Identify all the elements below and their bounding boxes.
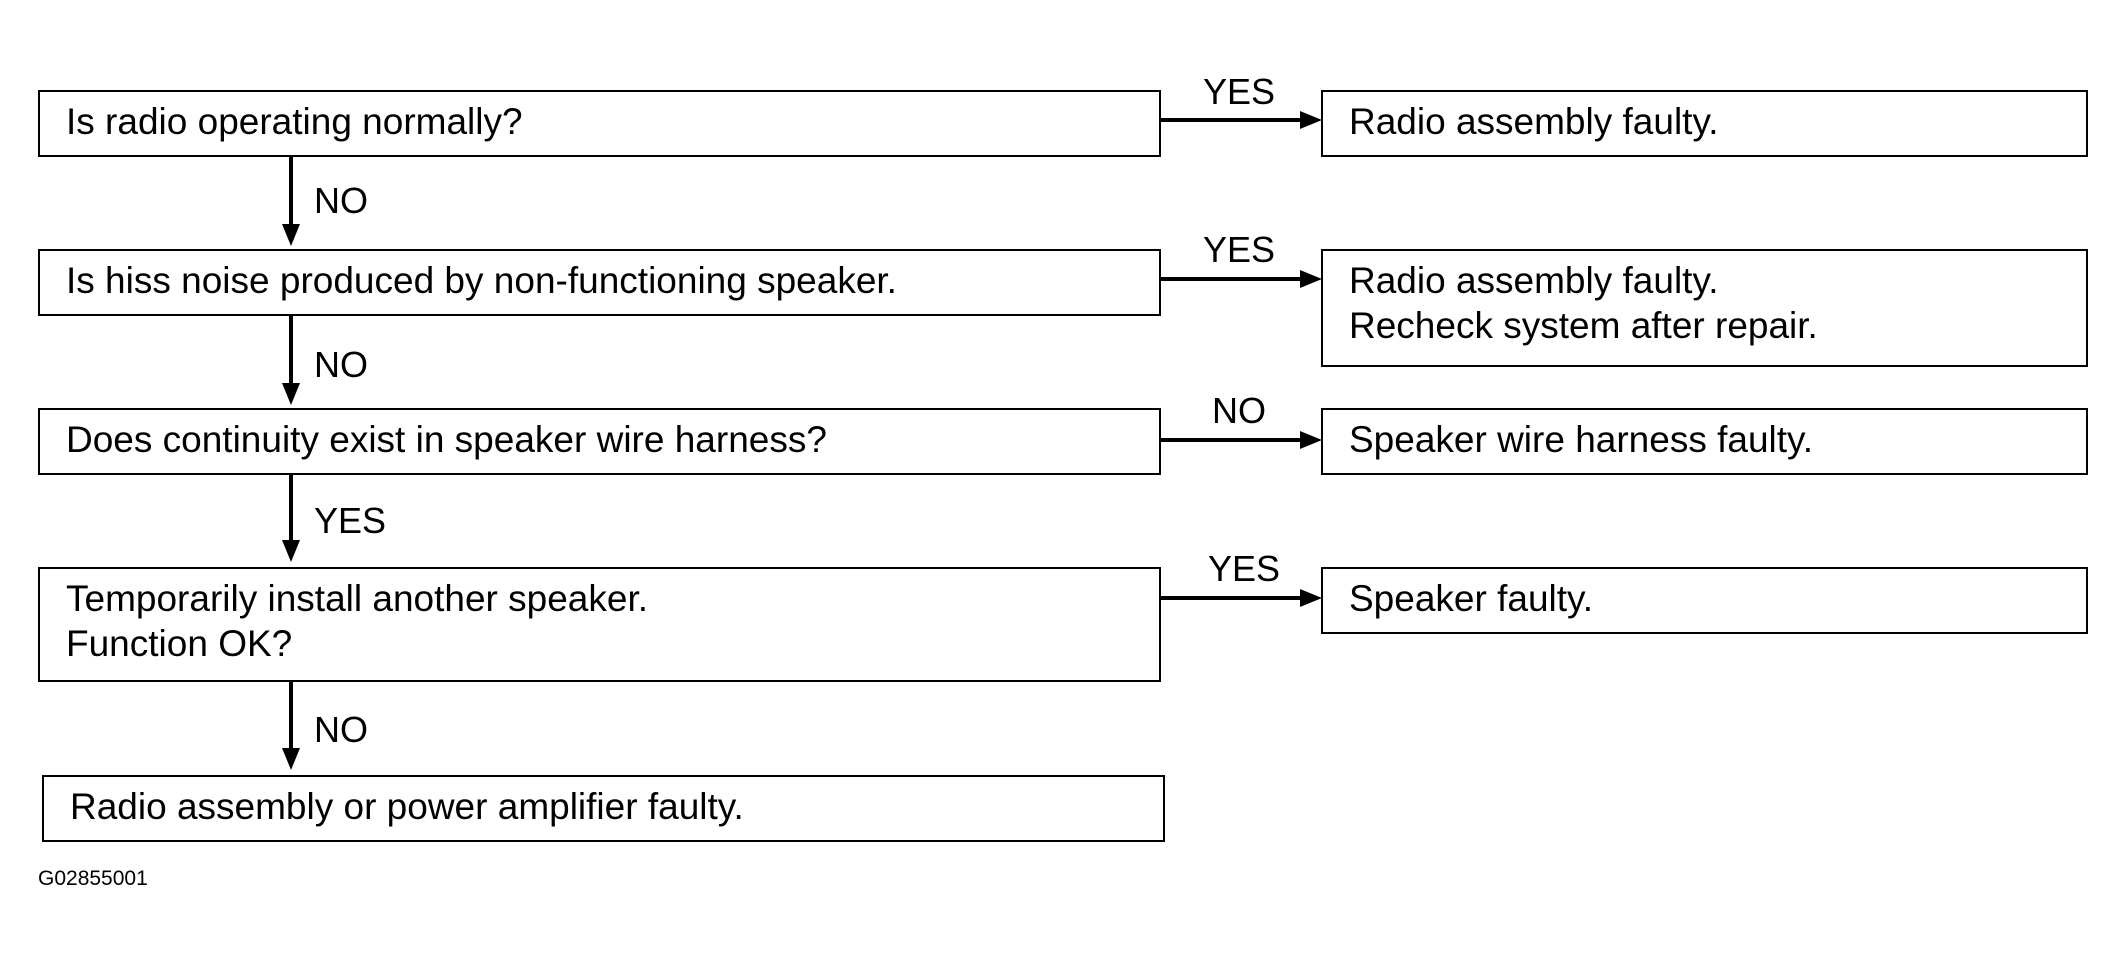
arrowhead-down [282, 224, 300, 246]
question-line: Function OK? [66, 623, 293, 664]
figure-code: G02855001 [38, 867, 148, 890]
arrowhead-down [282, 748, 300, 770]
question-box-radio-operating: Is radio operating normally? [38, 90, 1161, 157]
branch-label-q2-no: NO [314, 344, 368, 385]
result-box-radio-or-amplifier-faulty: Radio assembly or power amplifier faulty… [42, 775, 1165, 842]
question-box-hiss-noise: Is hiss noise produced by non-functionin… [38, 249, 1161, 316]
branch-label-q1-yes: YES [1203, 71, 1276, 112]
question-text: Does continuity exist in speaker wire ha… [66, 419, 827, 460]
arrowhead-down [282, 383, 300, 405]
arrowhead-right [1300, 589, 1322, 607]
result-box-speaker-faulty: Speaker faulty. [1321, 567, 2088, 634]
result-line: Radio assembly faulty. [1349, 260, 1719, 301]
branch-label-q2-yes: YES [1203, 229, 1276, 270]
branch-label-q1-no: NO [314, 180, 368, 221]
result-box-radio-faulty-recheck: Radio assembly faulty. Recheck system af… [1321, 249, 2088, 367]
branch-label-q3-yes: YES [314, 500, 387, 541]
branch-label-q4-no: NO [314, 709, 368, 750]
arrowhead-right [1300, 431, 1322, 449]
result-text: Speaker wire harness faulty. [1349, 419, 1814, 460]
result-text: Radio assembly or power amplifier faulty… [70, 786, 744, 827]
question-text: Is radio operating normally? [66, 101, 523, 142]
arrowhead-right [1300, 270, 1322, 288]
question-box-continuity: Does continuity exist in speaker wire ha… [38, 408, 1161, 475]
question-box-install-speaker: Temporarily install another speaker. Fun… [38, 567, 1161, 682]
result-text: Speaker faulty. [1349, 578, 1594, 619]
branch-label-q3-no: NO [1212, 390, 1266, 431]
result-line: Recheck system after repair. [1349, 305, 1818, 346]
result-box-harness-faulty: Speaker wire harness faulty. [1321, 408, 2088, 475]
arrowhead-down [282, 540, 300, 562]
result-box-radio-faulty: Radio assembly faulty. [1321, 90, 2088, 157]
branch-label-q4-yes: YES [1208, 548, 1281, 589]
question-text: Is hiss noise produced by non-functionin… [66, 260, 897, 301]
arrowhead-right [1300, 111, 1322, 129]
question-line: Temporarily install another speaker. [66, 578, 649, 619]
result-text: Radio assembly faulty. [1349, 101, 1719, 142]
